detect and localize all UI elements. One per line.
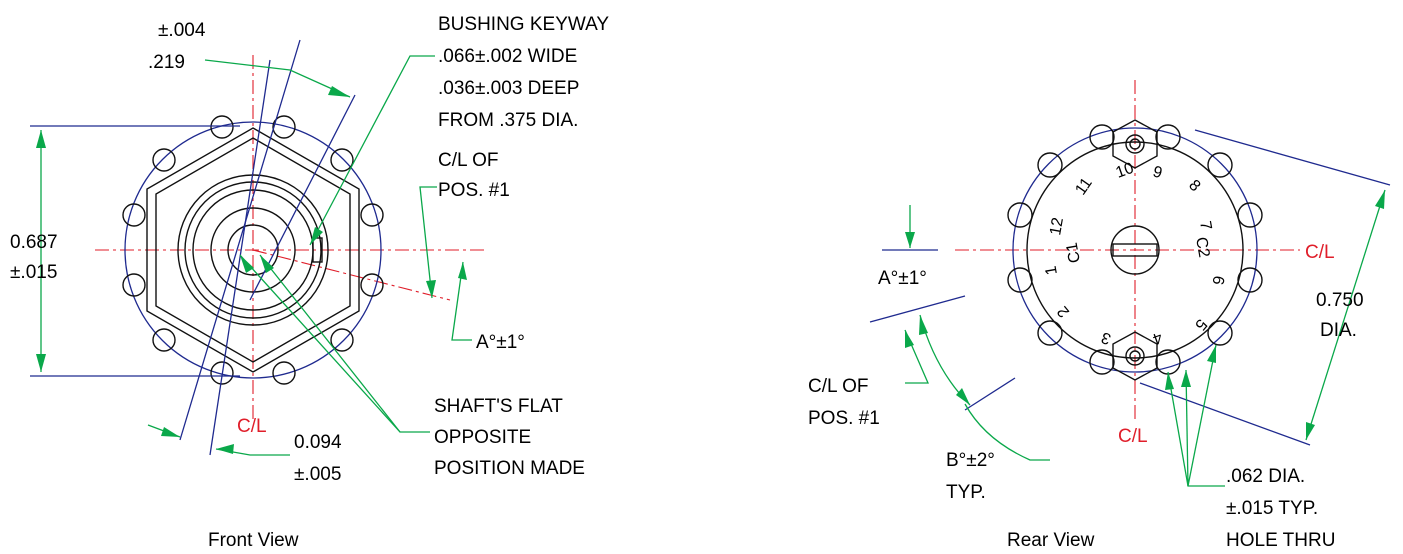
rear-ext-b — [964, 377, 1016, 411]
rear-ext-top — [1194, 129, 1391, 186]
front-bushing-mid — [184, 181, 322, 319]
rear-hole-leader-3 — [1187, 344, 1217, 487]
front-bushing-line4: FROM .375 DIA. — [438, 110, 578, 131]
rear-ext-bottom — [1139, 382, 1311, 446]
rear-pos-11: 11 — [1072, 175, 1096, 198]
rear-outer-circle — [1012, 127, 1258, 373]
rear-angle-b-typ: TYP. — [946, 482, 986, 503]
front-hex-nut-inner — [155, 137, 351, 363]
rear-cl-bottom: C/L — [1118, 426, 1148, 447]
rear-c1: C1 — [1064, 241, 1084, 264]
front-angle-leader — [451, 261, 472, 341]
rear-pos-6: 6 — [1208, 274, 1226, 286]
front-shaft — [227, 224, 279, 276]
rear-pos-8: 8 — [1185, 177, 1203, 195]
front-clpos-line1: C/L OF — [438, 150, 499, 171]
front-clpos-leader — [419, 186, 437, 299]
front-bushing-line1: BUSHING KEYWAY — [438, 14, 609, 35]
front-keyway — [312, 237, 323, 263]
front-ext-keyway-left — [179, 39, 301, 441]
front-keyway-tol: ±.004 — [158, 20, 206, 41]
front-angle-label: A°±1° — [476, 332, 525, 353]
front-height-value: 0.687 — [10, 232, 58, 253]
rear-hole-line1: .062 DIA. — [1226, 466, 1305, 487]
front-shaft-line2: OPPOSITE — [434, 427, 531, 448]
rear-dia-value: 0.750 — [1316, 290, 1364, 311]
front-shaft-line3: POSITION MADE — [434, 458, 585, 479]
rear-dia-dimline — [1305, 189, 1386, 441]
rear-clpos-line1: C/L OF — [808, 376, 869, 397]
front-ext-flat — [209, 59, 271, 456]
rear-view: 10 9 11 8 12 7 1 6 2 5 3 4 C1 C2 — [808, 80, 1391, 551]
rear-hole-leader-2 — [1185, 369, 1189, 487]
rear-terminal-lugs — [1007, 124, 1263, 375]
rear-pos-7: 7 — [1196, 220, 1214, 232]
rear-pos-3: 3 — [1099, 328, 1113, 347]
front-clpos-line2: POS. #1 — [438, 180, 510, 201]
front-shaft-leader-2 — [239, 254, 401, 433]
front-flat-tol: ±.005 — [294, 464, 341, 485]
rear-pos-4: 4 — [1150, 328, 1164, 347]
rear-hole-leader-1 — [1167, 371, 1225, 487]
front-mounting-lugs — [122, 115, 384, 385]
rear-angle-a: A°±1° — [878, 268, 927, 289]
front-bushing-line3: .036±.003 DEEP — [438, 78, 579, 99]
front-bushing-line2: .066±.002 WIDE — [438, 46, 577, 67]
front-shaft-line1: SHAFT'S FLAT — [434, 396, 563, 417]
front-bushing-leader — [309, 55, 435, 246]
rear-hole-line2: ±.015 TYP. — [1226, 498, 1318, 519]
rear-pos-12: 12 — [1047, 216, 1067, 237]
front-keyway-dimline — [204, 59, 351, 98]
rear-b-leader — [964, 403, 1050, 461]
rear-clpos-line2: POS. #1 — [808, 408, 880, 429]
front-flat-value: 0.094 — [294, 432, 342, 453]
rear-pos-10: 10 — [1114, 160, 1137, 182]
rear-dia-label: DIA. — [1320, 320, 1357, 341]
rear-pos-1: 1 — [1043, 264, 1061, 276]
front-view: ±.004 .219 BUSHING KEYWAY .066±.002 WIDE… — [10, 14, 609, 551]
rear-shaft-slot — [1112, 243, 1158, 257]
front-hex-nut — [146, 127, 360, 373]
rear-angle-b: B°±2° — [946, 450, 995, 471]
rear-clpos-leader — [904, 329, 929, 384]
rear-cl-right: C/L — [1305, 242, 1335, 263]
rear-top-stud — [1112, 119, 1158, 169]
front-shaft-outer — [210, 207, 296, 293]
front-keyway-value: .219 — [148, 52, 185, 73]
rear-inner-circle — [1026, 141, 1244, 359]
rear-pos-9: 9 — [1151, 163, 1164, 182]
rear-bottom-stud — [1112, 331, 1158, 381]
rear-pos-2: 2 — [1054, 303, 1073, 321]
rear-view-title: Rear View — [1007, 530, 1095, 551]
front-height-tol: ±.015 — [10, 262, 57, 283]
rear-ext-pos1 — [869, 295, 966, 323]
front-view-title: Front View — [208, 530, 299, 551]
rear-center-shaft — [1110, 225, 1160, 275]
front-pos1-centerline — [252, 249, 451, 301]
rear-c2: C2 — [1192, 236, 1212, 259]
rear-hole-line3: HOLE THRU — [1226, 530, 1335, 551]
front-outer-circle — [124, 121, 382, 379]
rear-pos-5: 5 — [1191, 315, 1210, 333]
front-cl-label: C/L — [237, 416, 267, 437]
